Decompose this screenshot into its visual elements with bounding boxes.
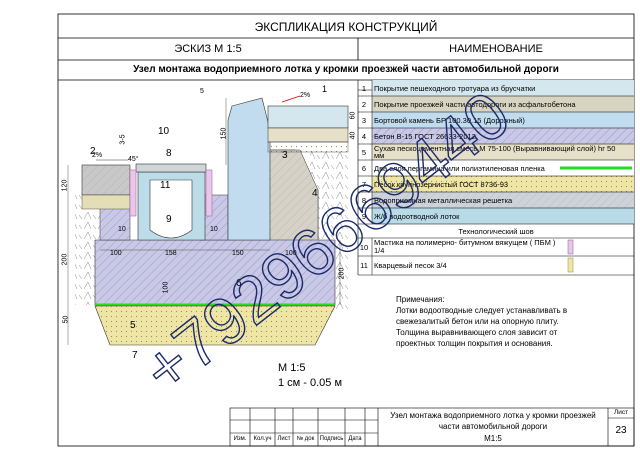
legend-row: 9 Ж/б водоотводной лоток	[358, 208, 632, 224]
dim-label: 200	[338, 267, 346, 280]
callout-11: 11	[160, 180, 171, 191]
notes-title: Примечания:	[396, 295, 445, 304]
notes-line: Толщина выравнивающего слоя зависит от	[396, 328, 558, 337]
callout-5: 5	[130, 320, 136, 331]
scale-line-2: 1 см - 0.05 м	[278, 377, 343, 389]
dim-label: 40	[349, 131, 357, 140]
legend-number: 7	[361, 179, 367, 189]
callout-2: 2	[90, 146, 96, 157]
tech-seam-title: Технологический шов	[458, 227, 534, 236]
legend-number: 6	[361, 163, 367, 173]
tech-number: 11	[360, 261, 368, 270]
legend-row: 7 Песок крупнозернистый ГОСТ 8736-93	[358, 176, 632, 192]
legend-label: Ж/б водоотводной лоток	[374, 211, 460, 221]
dim-label: 100	[285, 250, 297, 257]
callout-4: 4	[312, 188, 318, 199]
dim-label: 100	[162, 281, 170, 294]
dim-label: 45°	[128, 156, 139, 163]
dim-label: 2%	[92, 152, 103, 159]
scale-line-1: М 1:5	[278, 362, 306, 374]
legend-row: 8 Водоприемная металлическая решетка	[358, 192, 632, 208]
title-block-scale: М1:5	[484, 434, 502, 443]
sheet-label: Лист	[613, 409, 629, 416]
callout-9: 9	[166, 214, 172, 225]
dim-label: 5	[200, 88, 204, 95]
dim-label: 200	[61, 253, 69, 266]
title-block-title: Узел монтажа водоприемного лотка у кромк…	[390, 411, 596, 431]
dim-label: 3-5	[119, 134, 127, 145]
legend-number: 2	[361, 99, 367, 109]
legend-number: 5	[361, 147, 367, 157]
legend-label: Песок крупнозернистый ГОСТ 8736-93	[374, 179, 509, 189]
explication-title: ЭКСПЛИКАЦИЯ КОНСТРУКЦИЙ	[254, 20, 438, 34]
dim-label: 10	[118, 226, 126, 233]
legend-row: 1 Покрытие пешеходного тротуара из брусча…	[358, 80, 632, 96]
legend-number: 4	[361, 131, 367, 141]
sheet-number: 23	[615, 425, 627, 436]
legend-label: Два слоя пергамина или полиэтиленовая пл…	[374, 163, 545, 173]
notes-line: Лотки водоотводные следует устанавливать…	[396, 306, 568, 315]
tech-row: 11 Кварцевый песок 3/4	[358, 256, 632, 275]
title-block-header-cell: № док	[296, 436, 315, 442]
tech-label: Мастика на полимерно- битумном вяжущем (…	[374, 238, 556, 255]
callout-6: 6	[236, 278, 242, 289]
legend-label: Бетон В-15 ГОСТ 26633-2012	[374, 131, 476, 141]
dim-label: 100	[110, 250, 122, 257]
legend-number: 8	[361, 195, 367, 205]
legend-label: Сухая пескоцементная смесь М 75-100 (Выр…	[374, 143, 616, 160]
tech-number: 10	[359, 242, 369, 252]
legend-label: Покрытие пешеходного тротуара из брусчат…	[374, 83, 536, 93]
callout-10: 10	[158, 126, 170, 137]
dim-label: 2%	[300, 92, 311, 99]
title-block-header-cell: Дата	[348, 436, 362, 442]
callout-7: 7	[132, 350, 138, 361]
name-title: НАИМЕНОВАНИЕ	[449, 43, 543, 55]
sketch-title: ЭСКИЗ М 1:5	[174, 43, 242, 55]
callout-3: 3	[282, 150, 288, 161]
title-block-header-cell: Кол.уч	[253, 436, 272, 442]
legend-row: 3 Бортовой камень БР 100.30.15 (Дорожный)	[358, 112, 632, 128]
legend-number: 9	[361, 211, 367, 221]
legend-number: 1	[361, 83, 367, 93]
tech-row: 10 Мастика на полимерно- битумном вяжущем…	[358, 238, 632, 256]
notes-line: проектных толщин покрытия и основания.	[396, 339, 553, 348]
dim-label: 60	[349, 111, 357, 120]
callout-8: 8	[166, 148, 172, 159]
dim-label: 10	[210, 226, 218, 233]
legend-row: 6 Два слоя пергамина или полиэтиленовая п…	[358, 160, 632, 176]
dim-label: 50	[62, 315, 70, 324]
legend-row: 4 Бетон В-15 ГОСТ 26633-2012	[358, 128, 632, 144]
legend-label: Водоприемная металлическая решетка	[374, 195, 513, 205]
dim-label: 150	[232, 250, 244, 257]
drawing-title: Узел монтажа водоприемного лотка у кромк…	[133, 64, 559, 75]
title-block-header-cell: Изм.	[233, 436, 247, 442]
legend-row: 5 Сухая пескоцементная смесь М 75-100 (Вы…	[358, 144, 632, 160]
dim-label: 158	[165, 250, 177, 257]
dim-label: 150	[220, 127, 228, 140]
dim-label: 120	[61, 179, 69, 192]
callout-1: 1	[322, 84, 328, 94]
legend-row: 2 Покрытие проезжей части автодороги из а…	[358, 96, 632, 112]
legend-label: Покрытие проезжей части автодороги из ас…	[374, 99, 576, 109]
title-block-header-cell: Лист	[277, 436, 291, 442]
notes-line: свежезалитый бетон или на опорную плиту.	[396, 317, 559, 326]
notes-block: Примечания: Лотки водоотводные следует у…	[396, 294, 567, 349]
tech-label: Кварцевый песок 3/4	[374, 260, 447, 270]
title-block-header-cell: Подпись	[319, 436, 344, 442]
legend-label: Бортовой камень БР 100.30.15 (Дорожный)	[374, 115, 525, 125]
legend-number: 3	[361, 115, 367, 125]
